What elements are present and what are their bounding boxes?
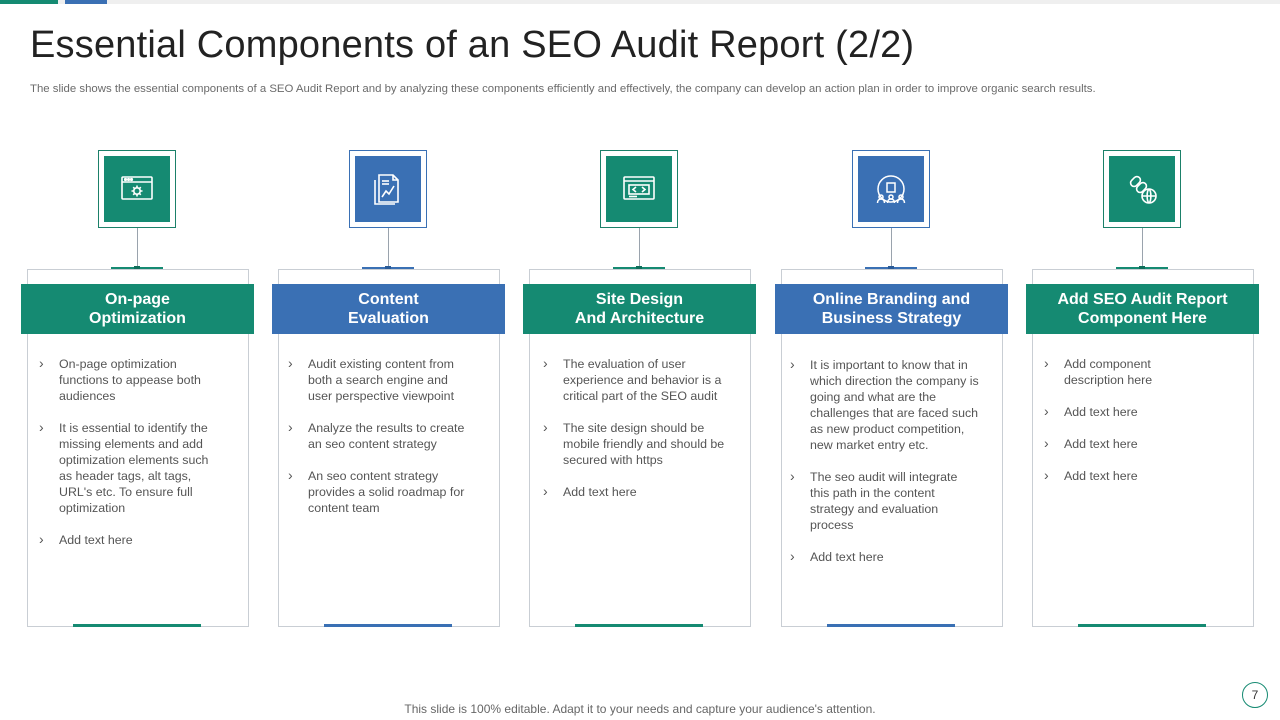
component-column-add: Add SEO Audit Report Component Here Add … — [1026, 0, 1259, 720]
slide-subtitle: The slide shows the essential components… — [30, 83, 1096, 95]
header-line-1: Content — [358, 291, 419, 308]
bullet-list: Add component description here Add text … — [1044, 355, 1194, 500]
bullet-item: The evaluation of user experience and be… — [543, 355, 725, 404]
document-chart-icon — [355, 156, 421, 222]
component-header: Add SEO Audit Report Component Here — [1026, 284, 1259, 334]
icon-frame — [349, 150, 427, 228]
bullet-item: Analyze the results to create an seo con… — [288, 419, 470, 452]
top-accent-track — [0, 0, 1280, 4]
header-line-2: Component Here — [1078, 310, 1207, 327]
bullet-item: Add text here — [39, 531, 221, 548]
connector-line — [388, 228, 389, 269]
card-bottom-accent — [73, 624, 201, 627]
bullet-item: An seo content strategy provides a solid… — [288, 467, 470, 516]
slide-title: Essential Components of an SEO Audit Rep… — [30, 24, 915, 66]
bullet-list: Audit existing content from both a searc… — [288, 355, 470, 532]
component-column-branding: Online Branding and Business Strategy It… — [775, 0, 1008, 720]
bullet-item: On-page optimization functions to appeas… — [39, 355, 221, 404]
card-bottom-accent — [1078, 624, 1206, 627]
team-branding-icon — [858, 156, 924, 222]
icon-frame — [600, 150, 678, 228]
component-column-site-design: Site Design And Architecture The evaluat… — [523, 0, 756, 720]
header-line-2: Business Strategy — [821, 310, 962, 327]
component-header: Site Design And Architecture — [523, 284, 756, 334]
bullet-item: It is essential to identify the missing … — [39, 419, 221, 516]
bullet-item: It is important to know that in which di… — [790, 356, 980, 453]
header-line-2: And Architecture — [574, 310, 705, 327]
header-line-1: Site Design — [595, 291, 684, 308]
bullet-item: Add text here — [1044, 467, 1194, 484]
bullet-item: Add text here — [1044, 435, 1194, 452]
component-header: Content Evaluation — [272, 284, 505, 334]
browser-settings-icon — [104, 156, 170, 222]
web-design-icon — [606, 156, 672, 222]
header-line-2: Evaluation — [348, 310, 429, 327]
bullet-item: Add text here — [1044, 403, 1194, 420]
link-globe-icon — [1109, 156, 1175, 222]
bullet-item: The seo audit will integrate this path i… — [790, 468, 980, 533]
connector-line — [891, 228, 892, 269]
top-accent-blue — [65, 0, 107, 4]
component-column-onpage: On-page Optimization On-page optimizatio… — [21, 0, 254, 720]
component-column-content: Content Evaluation Audit existing conten… — [272, 0, 505, 720]
bullet-item: Audit existing content from both a searc… — [288, 355, 470, 404]
footer-note: This slide is 100% editable. Adapt it to… — [404, 702, 876, 716]
icon-frame — [852, 150, 930, 228]
component-header: Online Branding and Business Strategy — [775, 284, 1008, 334]
bullet-list: It is important to know that in which di… — [790, 356, 980, 581]
bullet-item: The site design should be mobile friendl… — [543, 419, 725, 468]
card-bottom-accent — [324, 624, 452, 627]
card-bottom-accent — [575, 624, 703, 627]
header-line-1: Online Branding and — [812, 291, 971, 308]
header-line-1: On-page — [105, 291, 170, 308]
connector-line — [1142, 228, 1143, 269]
bullet-list: The evaluation of user experience and be… — [543, 355, 725, 516]
bullet-item: Add component description here — [1044, 355, 1194, 388]
page-number: 7 — [1242, 682, 1268, 708]
bullet-item: Add text here — [790, 548, 980, 565]
header-line-1: Add SEO Audit Report — [1057, 291, 1228, 308]
icon-frame — [98, 150, 176, 228]
top-accent-green — [0, 0, 58, 4]
connector-line — [639, 228, 640, 269]
component-header: On-page Optimization — [21, 284, 254, 334]
bullet-item: Add text here — [543, 483, 725, 500]
header-line-2: Optimization — [89, 310, 186, 327]
connector-line — [137, 228, 138, 269]
icon-frame — [1103, 150, 1181, 228]
card-bottom-accent — [827, 624, 955, 627]
bullet-list: On-page optimization functions to appeas… — [39, 355, 221, 564]
